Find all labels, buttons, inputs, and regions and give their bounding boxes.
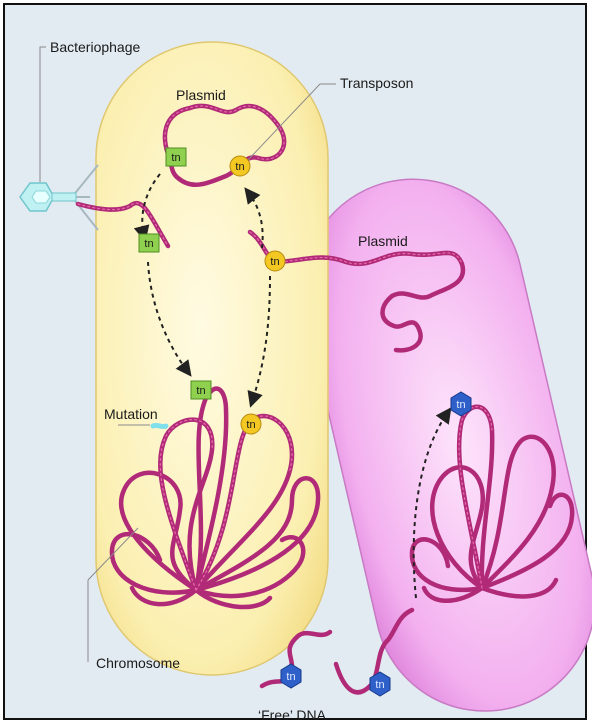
tn-marker-blue-free-left: tn xyxy=(281,664,301,688)
label-chromosome: Chromosome xyxy=(96,655,180,671)
label-transposon: Transposon xyxy=(340,75,413,91)
svg-text:tn: tn xyxy=(270,256,279,268)
svg-text:tn: tn xyxy=(286,671,295,683)
svg-text:tn: tn xyxy=(196,385,205,397)
tn-marker-yellow-plasmid: tn xyxy=(230,156,250,176)
label-bacteriophage: Bacteriophage xyxy=(50,39,141,55)
tn-marker-yellow-conjugation: tn xyxy=(265,251,285,271)
tn-marker-green-chromosome: tn xyxy=(191,381,211,399)
tn-marker-green-top: tn xyxy=(166,148,186,166)
label-mutation: Mutation xyxy=(104,406,158,422)
svg-text:tn: tn xyxy=(375,679,384,691)
svg-text:tn: tn xyxy=(246,419,255,431)
mutation-marker xyxy=(153,425,166,426)
svg-text:tn: tn xyxy=(171,152,180,164)
svg-text:tn: tn xyxy=(144,238,153,250)
svg-text:tn: tn xyxy=(235,161,244,173)
bacteriophage-icon xyxy=(20,165,98,230)
svg-text:tn: tn xyxy=(456,399,465,411)
tn-marker-yellow-chromosome: tn xyxy=(241,414,261,434)
label-plasmid-left: Plasmid xyxy=(176,87,226,103)
tn-marker-green-phage: tn xyxy=(139,234,159,252)
label-free-dna: ‘Free’ DNA xyxy=(258,707,327,723)
label-plasmid-right: Plasmid xyxy=(358,233,408,249)
